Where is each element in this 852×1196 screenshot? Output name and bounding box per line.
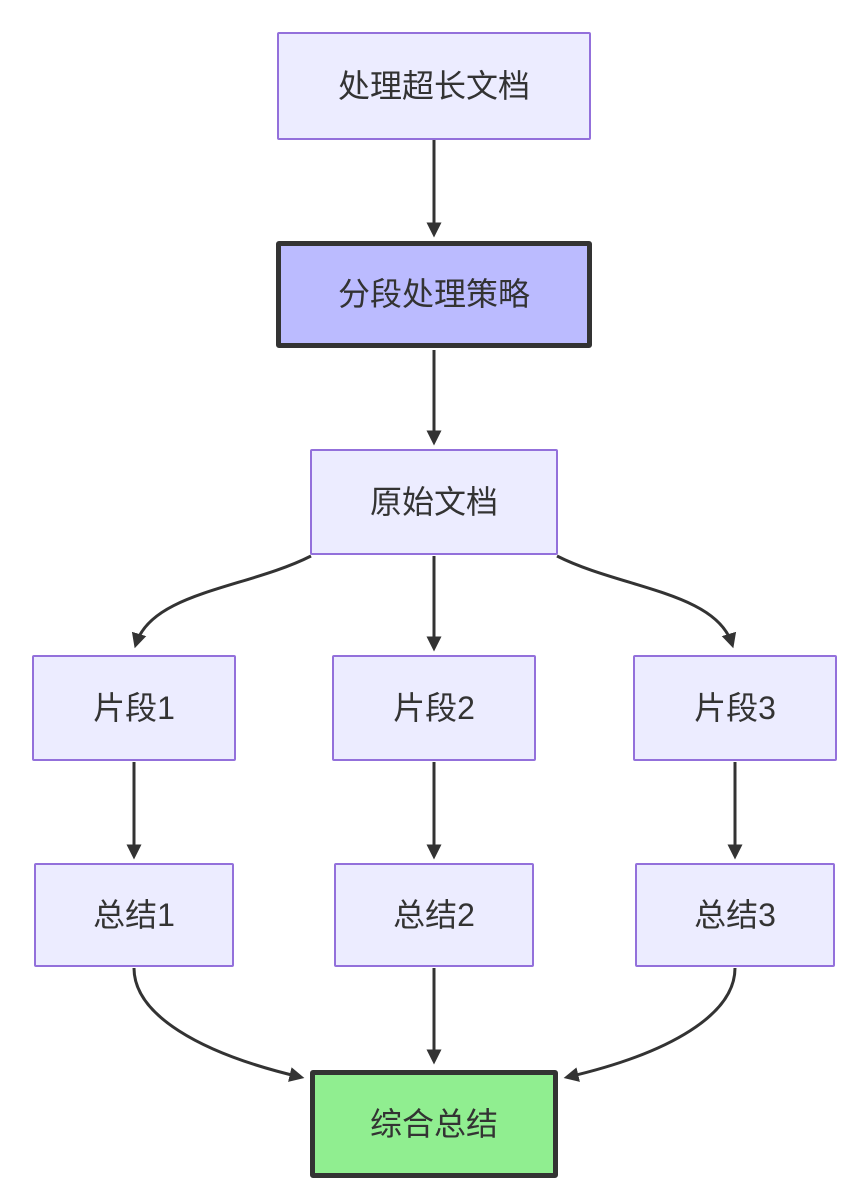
flowchart-node-B: 分段处理策略 <box>276 241 592 348</box>
flowchart-node-label: 片段1 <box>93 689 175 726</box>
flowchart-node-E2: 总结2 <box>334 863 534 967</box>
flowchart-edge-C-D3 <box>556 554 737 649</box>
flowchart-node-F: 综合总结 <box>310 1070 558 1178</box>
flowchart-node-label: 总结1 <box>93 896 175 933</box>
flowchart-node-label: 总结3 <box>694 896 776 933</box>
flowchart-node-label: 处理超长文档 <box>337 67 530 104</box>
flowchart-node-E1: 总结1 <box>34 863 234 967</box>
flowchart-node-label: 原始文档 <box>369 483 498 520</box>
flowchart-node-D1: 片段1 <box>32 655 236 761</box>
flowchart-node-label: 综合总结 <box>369 1105 498 1142</box>
flowchart-node-A: 处理超长文档 <box>277 32 591 140</box>
flowchart-edge-E3-F <box>563 967 737 1082</box>
flowchart-edge-C-D1 <box>131 554 312 649</box>
flowchart-node-label: 片段3 <box>694 689 776 726</box>
flowchart-node-E3: 总结3 <box>635 863 835 967</box>
flowchart-node-label: 片段2 <box>393 689 475 726</box>
flowchart-node-label: 总结2 <box>393 896 475 933</box>
flowchart-node-D2: 片段2 <box>332 655 536 761</box>
flowchart-node-D3: 片段3 <box>633 655 837 761</box>
flowchart-node-C: 原始文档 <box>310 449 558 555</box>
flowchart-edge-E1-F <box>132 967 305 1082</box>
flowchart-node-label: 分段处理策略 <box>337 276 530 313</box>
